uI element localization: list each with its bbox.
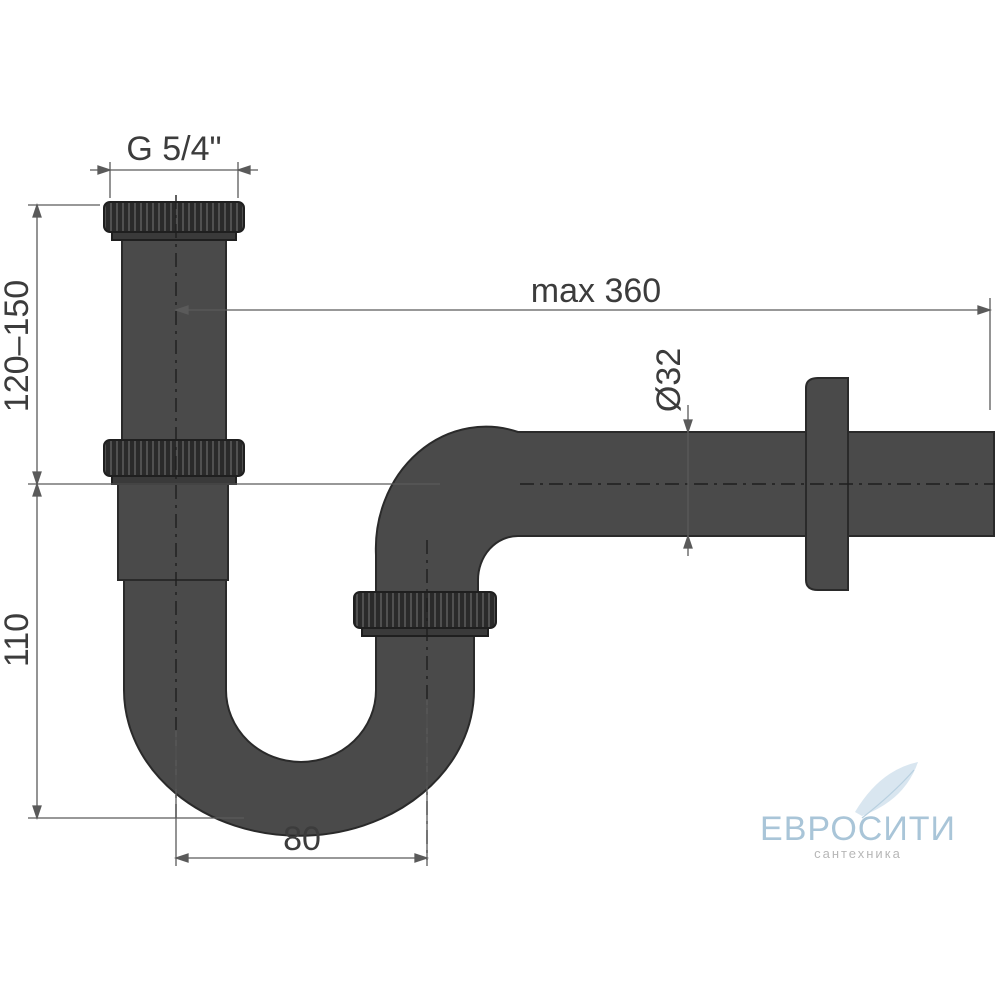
leaf-icon: [855, 762, 918, 816]
trap-width-label: 80: [283, 820, 321, 858]
inlet-tube: [121, 227, 227, 447]
outlet-elbow: [374, 425, 811, 601]
thread-size-label: G 5/4": [126, 130, 221, 168]
u-bend: [123, 579, 475, 837]
watermark-tagline: сантехника: [814, 846, 902, 861]
wall-rosette: [805, 377, 849, 591]
watermark: ЕВРОСИТИ сантехника: [760, 762, 956, 861]
middle-nut: [103, 439, 245, 477]
diameter-label: Ø32: [650, 348, 688, 412]
top-nut: [103, 201, 245, 233]
bottom-nut: [353, 591, 497, 629]
adjustable-height-label: 120–150: [0, 280, 36, 412]
max-length-label: max 360: [531, 272, 661, 310]
siphon-pipe: [117, 227, 995, 837]
dimension-lines: [28, 162, 993, 866]
watermark-brand: ЕВРОСИТИ: [760, 810, 956, 848]
lower-tube: [117, 473, 229, 581]
coupling-nuts: [103, 201, 497, 637]
trap-height-label: 110: [0, 613, 36, 667]
